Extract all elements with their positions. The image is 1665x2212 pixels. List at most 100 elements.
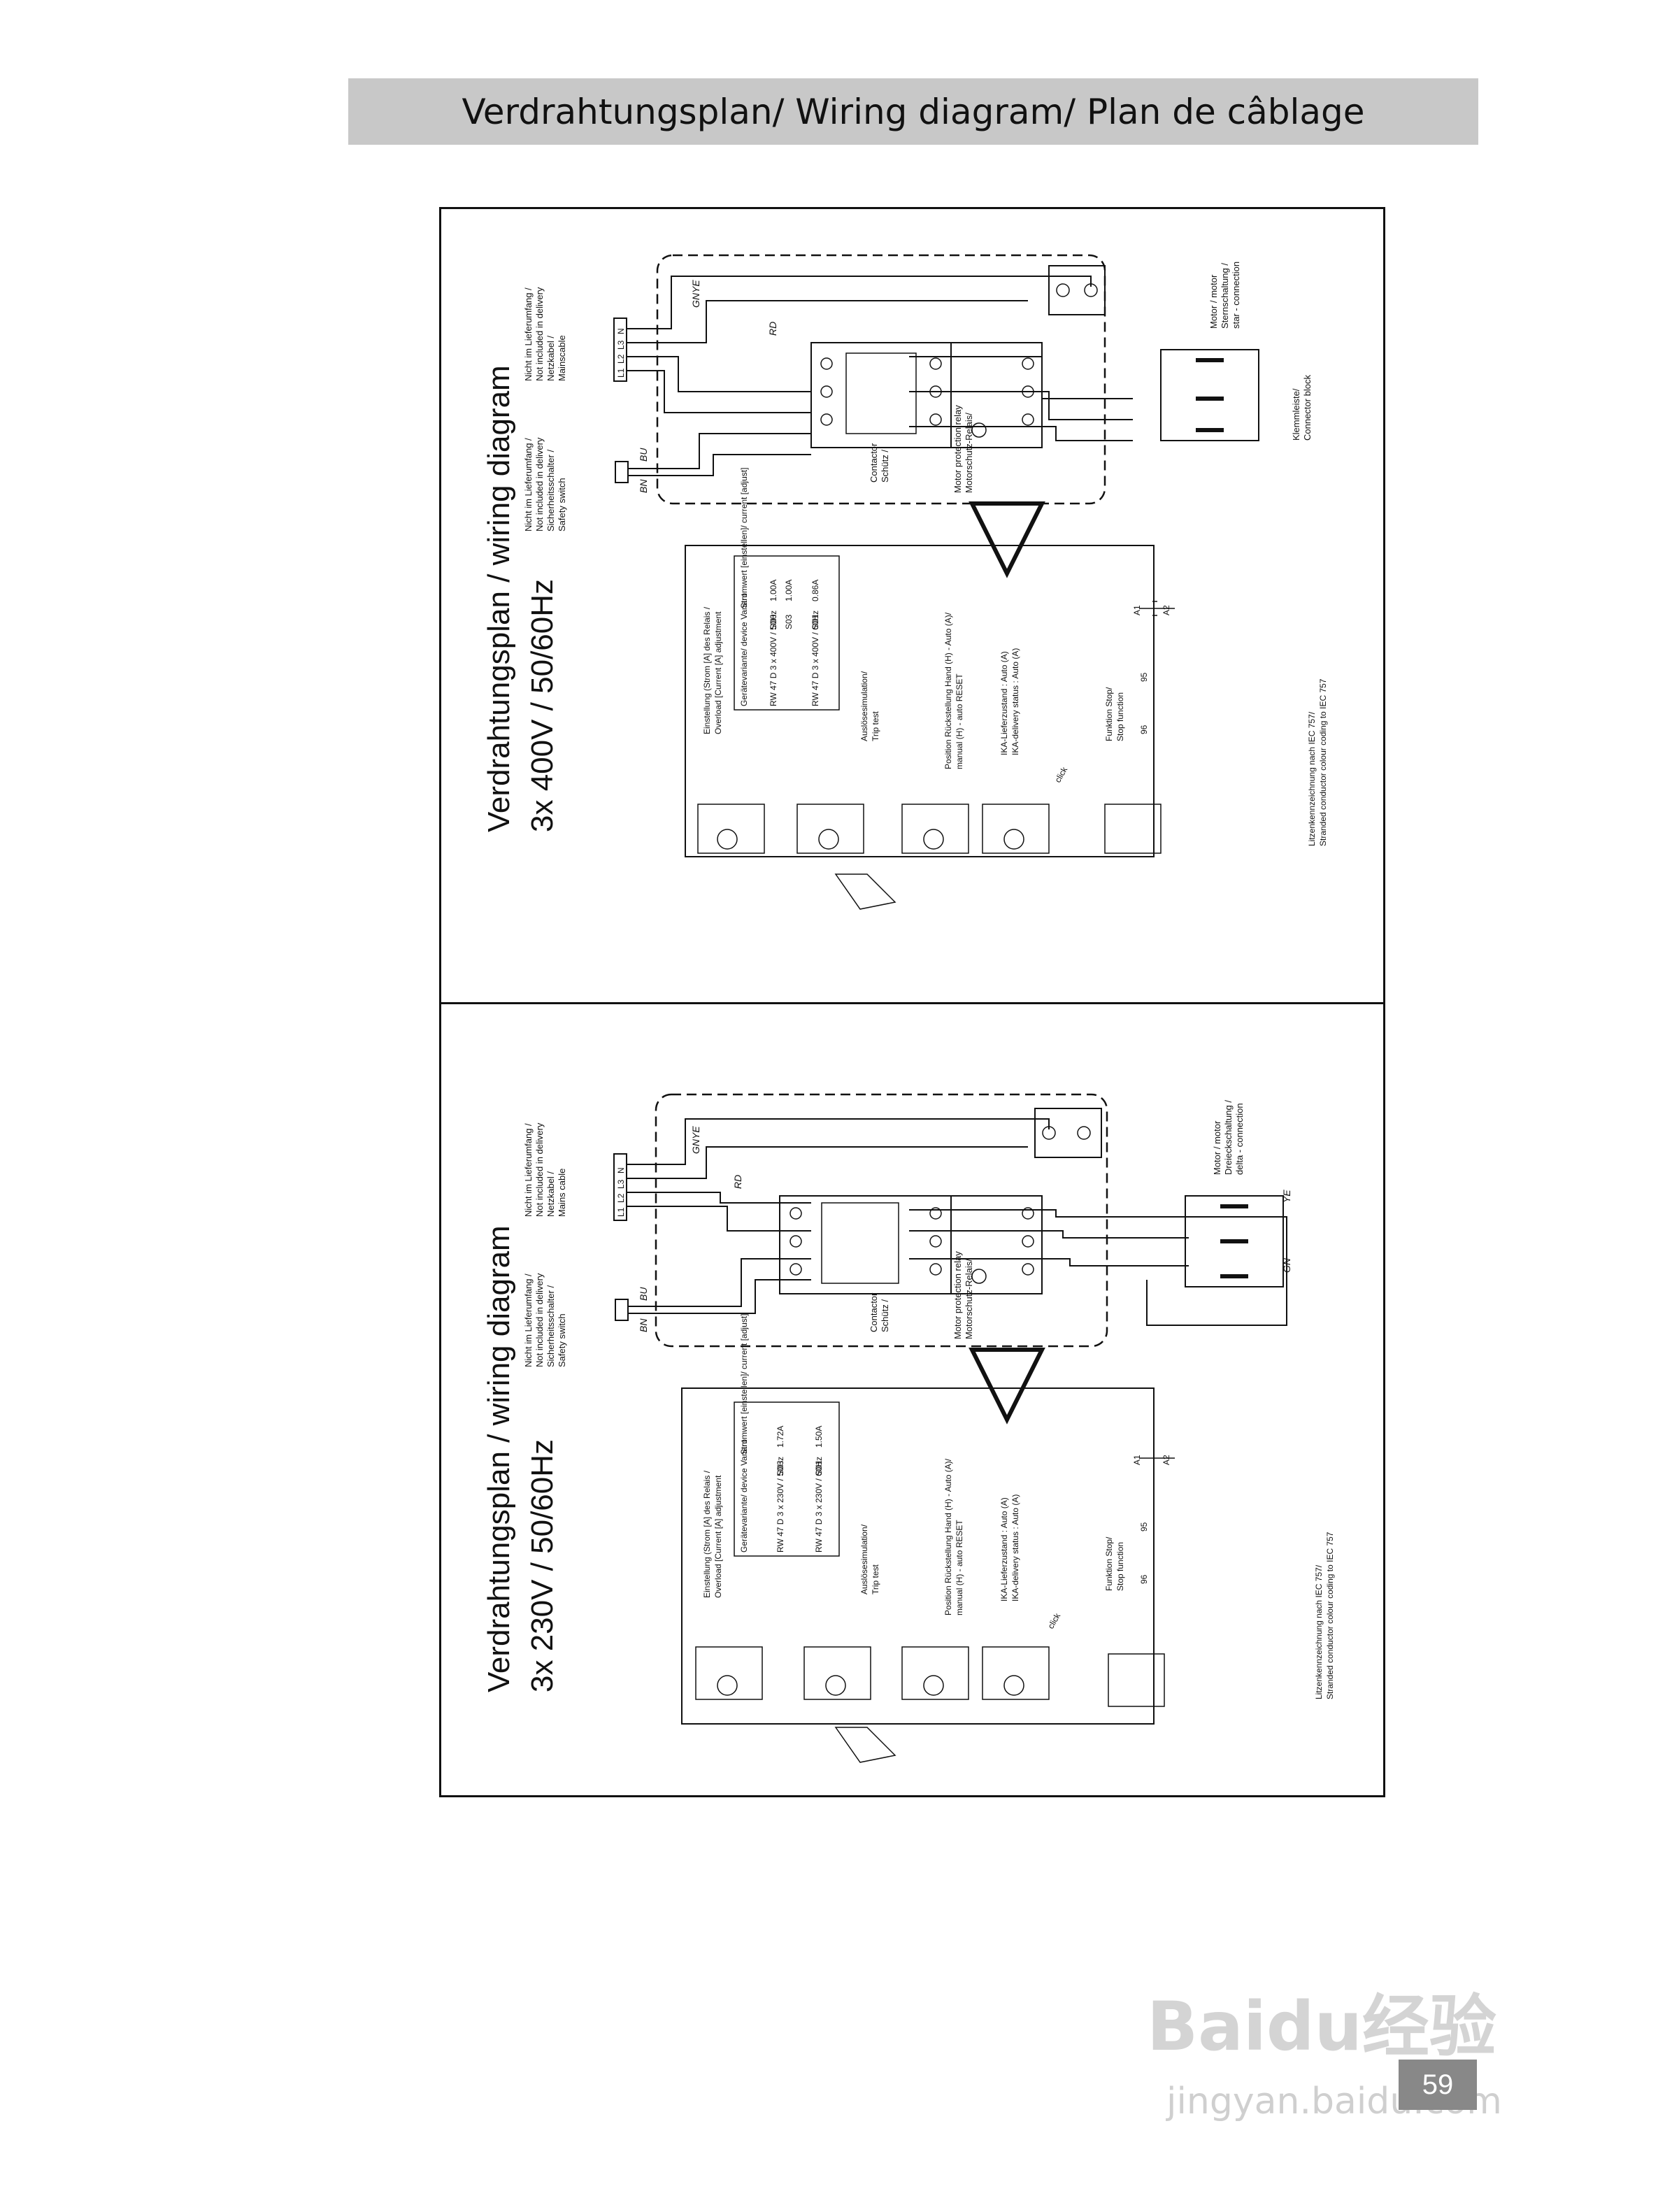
- top-iec-1: Stranded conductor colour coding to IEC …: [1318, 678, 1328, 846]
- top-settings-table: [734, 555, 840, 711]
- bottom-arrow: [969, 1348, 1045, 1425]
- bottom-r0-current: 1.72A: [776, 1426, 785, 1448]
- top-ni1-3: Safety switch: [557, 478, 567, 531]
- bottom-stop-1: Stop function: [1115, 1542, 1125, 1591]
- bottom-ni2-0: Nicht im Lieferumfang /: [523, 1123, 534, 1217]
- top-c96: 96: [1139, 725, 1149, 734]
- top-click: click: [1052, 764, 1069, 784]
- bottom-motor-0: Motor / motor: [1212, 1120, 1222, 1175]
- bottom-relay-1: Motor protection relay: [952, 1251, 963, 1339]
- bottom-motor-block: [1185, 1195, 1284, 1287]
- bottom-title: Verdrahtungsplan / wiring diagram: [482, 1225, 516, 1692]
- top-contactor-0: Schütz /: [880, 450, 890, 483]
- bottom-c95: 95: [1139, 1522, 1149, 1532]
- top-t-l3: L3: [616, 340, 626, 350]
- bottom-iec-0: Litzenkennzeichnung nach IEC 757/: [1314, 1564, 1324, 1699]
- bottom-trip-net-icon: [834, 1727, 896, 1763]
- bottom-r1-current: 1.50A: [814, 1426, 824, 1448]
- top-iec-0: Litzenkennzeichnung nach IEC 757/: [1307, 711, 1317, 846]
- bottom-motor-1: Dreieckschaltung /: [1223, 1100, 1234, 1175]
- bottom-trip-0: Auslösesimulation/: [859, 1524, 869, 1594]
- bottom-t-n: N: [616, 1167, 626, 1173]
- top-lbl-gnye: GNYE: [690, 280, 701, 308]
- bottom-c96: 96: [1139, 1574, 1149, 1584]
- top-motor-0: Motor / motor: [1208, 274, 1219, 329]
- bottom-t-l1: L1: [616, 1207, 626, 1217]
- bottom-ni2-1: Not included in delivery: [534, 1122, 545, 1217]
- top-r1-current: 1.00A: [784, 580, 794, 601]
- top-ni2-3: Mainscable: [557, 335, 567, 381]
- bottom-t-l3: L3: [616, 1179, 626, 1189]
- bottom-relay-block: [950, 1195, 1043, 1294]
- top-a1: A1: [1132, 605, 1142, 615]
- bottom-ni1-0: Nicht im Lieferumfang /: [523, 1273, 534, 1367]
- top-delivery-1: IKA-delivery status : Auto (A): [1010, 648, 1020, 755]
- bottom-r0-code: S03: [776, 1460, 785, 1476]
- top-r0-variant: RW 47 D 3 x 400V / 50Hz: [769, 611, 778, 706]
- top-c95: 95: [1139, 672, 1149, 682]
- top-subtitle: 3x 400V / 50/60Hz: [525, 579, 559, 832]
- bottom-click: click: [1045, 1611, 1062, 1630]
- top-t-n: N: [616, 328, 626, 334]
- top-r1-code: S03: [784, 614, 794, 629]
- top-info-panel: [685, 545, 1155, 857]
- bottom-ni2-2: Netzkabel /: [545, 1171, 556, 1217]
- top-ni2-1: Not included in delivery: [534, 287, 545, 381]
- diagram-top: Verdrahtungsplan / wiring diagram 3x 400…: [482, 254, 1328, 910]
- bottom-iec-1: Stranded conductor colour coding to IEC …: [1325, 1532, 1335, 1699]
- top-r2-variant: RW 47 D 3 x 400V / 60Hz: [810, 611, 820, 706]
- top-contactor-block: [810, 342, 952, 448]
- top-title: Verdrahtungsplan / wiring diagram: [482, 365, 516, 832]
- bottom-r1-code: S01: [814, 1460, 824, 1476]
- bottom-settings-table: [734, 1401, 840, 1557]
- bottom-motor-2: delta - connection: [1234, 1103, 1245, 1175]
- top-lbl-bn: BN: [638, 479, 649, 493]
- top-t-l2: L2: [616, 354, 626, 364]
- bottom-delivery-0: IKA-Lieferzustand : Auto (A): [999, 1497, 1009, 1601]
- top-ni2-0: Nicht im Lieferumfang /: [523, 287, 534, 381]
- bottom-stop-0: Funktion Stop/: [1104, 1536, 1114, 1591]
- bottom-contactor-0: Schütz /: [880, 1299, 890, 1332]
- bottom-lbl-bu: BU: [638, 1287, 649, 1301]
- top-motor-2: star - connection: [1231, 262, 1241, 329]
- top-motor-1: Sternschaltung /: [1220, 263, 1230, 329]
- top-relay-1: Motor protection relay: [952, 405, 963, 493]
- top-table-title-0: Einstellung (Strom [A] des Relais /: [702, 606, 712, 734]
- bottom-mains-terminal: [613, 1153, 627, 1221]
- watermark-brand: Baidu经验: [1147, 1988, 1496, 2066]
- top-lbl-bu: BU: [638, 448, 649, 462]
- top-relay-0: Motorschutz-Relais/: [964, 413, 974, 493]
- bottom-reset-1: manual (H) - auto RESET: [955, 1520, 964, 1615]
- bottom-a1: A1: [1132, 1455, 1142, 1465]
- top-ni2-2: Netzkabel /: [545, 336, 556, 381]
- bottom-subtitle: 3x 230V / 50/60Hz: [525, 1439, 559, 1692]
- page-title: Verdrahtungsplan/ Wiring diagram/ Plan d…: [462, 91, 1365, 132]
- bottom-relay-0: Motorschutz-Relais/: [964, 1259, 974, 1339]
- bottom-r0-variant: RW 47 D 3 x 230V / 50Hz: [776, 1457, 785, 1553]
- bottom-delivery-1: IKA-delivery status : Auto (A): [1010, 1494, 1020, 1601]
- top-enclosure: [656, 254, 1106, 505]
- bottom-lbl-rd: RD: [732, 1175, 743, 1189]
- top-r0-code: S00: [769, 614, 778, 629]
- bottom-info-panel: [681, 1387, 1155, 1725]
- bottom-lbl-bn: BN: [638, 1318, 649, 1332]
- top-r2-code: S01: [810, 614, 820, 629]
- top-safety-switch: [615, 461, 629, 483]
- bottom-table-title-1: Overload [Current [A] adjustment: [713, 1475, 723, 1598]
- bottom-ni2-3: Mains cable: [557, 1169, 567, 1217]
- page-header: Verdrahtungsplan/ Wiring diagram/ Plan d…: [348, 78, 1478, 145]
- diagram-bottom: Verdrahtungsplan / wiring diagram 3x 230…: [482, 1093, 1335, 1763]
- page-number: 59: [1399, 2060, 1477, 2110]
- bottom-a2: A2: [1162, 1455, 1171, 1465]
- bottom-lbl-gnye: GNYE: [690, 1126, 701, 1154]
- top-stop-0: Funktion Stop/: [1104, 687, 1114, 741]
- top-reset-1: manual (H) - auto RESET: [955, 673, 964, 769]
- top-contactor-1: Contactor: [869, 443, 879, 483]
- bottom-th-variant: Gerätevariante/ device Variant: [739, 1439, 749, 1553]
- bottom-ni1-2: Sicherheitsschalter /: [545, 1285, 556, 1367]
- bottom-ni1-1: Not included in delivery: [534, 1273, 545, 1367]
- top-relay-block: [950, 342, 1043, 448]
- diagram-frame: [439, 207, 1385, 1797]
- top-motor-block: [1160, 349, 1259, 441]
